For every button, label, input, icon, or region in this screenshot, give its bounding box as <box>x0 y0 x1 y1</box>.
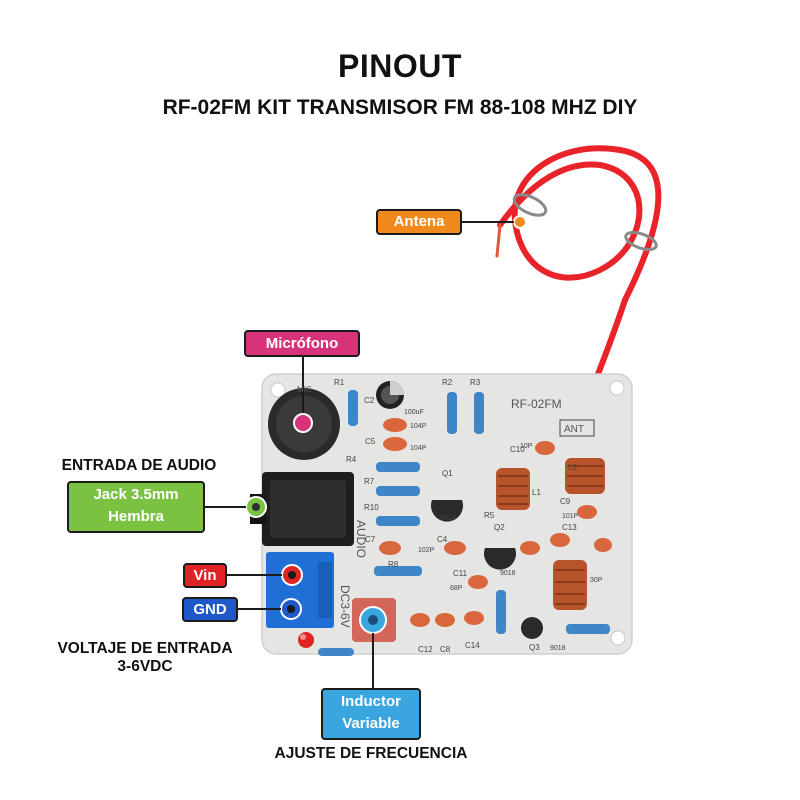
jack-label-line2: Hembra <box>108 508 164 525</box>
electrolytic-capacitor <box>376 381 404 409</box>
ref-c9: C9 <box>560 497 571 506</box>
component-value: 104P <box>410 423 427 430</box>
component-value: 68P <box>450 585 463 592</box>
audio-jack <box>245 472 354 546</box>
ref-r2: R2 <box>442 378 453 387</box>
component-value: 102P <box>418 547 435 554</box>
component-value: 100uF <box>404 409 424 416</box>
ref-c5: C5 <box>365 437 376 446</box>
caption-frequency: AJUSTE DE FRECUENCIA <box>274 745 468 762</box>
ref-q3: Q3 <box>529 643 540 652</box>
caption-audio-input: ENTRADA DE AUDIO <box>61 457 217 474</box>
ref-c8: C8 <box>440 645 451 654</box>
component-value: 30P <box>590 577 603 584</box>
coil-windings <box>498 465 603 605</box>
ref-r5: R5 <box>484 511 495 520</box>
caption-voltage: VOLTAJE DE ENTRADA 3-6VDC <box>30 640 260 676</box>
ref-c14: C14 <box>465 641 480 650</box>
component-values: 104P 104P 100uF 102P 10P 101P 30P 68P 9014 9018 90… <box>404 409 603 652</box>
voltage-caption-line2: 3-6VDC <box>117 658 173 675</box>
ref-c10: C10 <box>510 445 525 454</box>
component-value: 104P <box>410 445 427 452</box>
board-audio: AUDIO <box>354 520 368 558</box>
resistors <box>318 390 610 656</box>
label-gnd: GND <box>182 597 238 622</box>
ref-c13: C13 <box>562 523 577 532</box>
variable-inductor <box>352 598 396 642</box>
jack-label-line1: Jack 3.5mm <box>93 486 179 503</box>
page-title: PINOUT <box>338 48 462 84</box>
label-antenna: Antena <box>376 209 462 235</box>
ref-r10: R10 <box>364 503 379 512</box>
page-subtitle: RF-02FM KIT TRANSMISOR FM 88-108 MHZ DIY <box>162 96 638 119</box>
wire-clip-1 <box>512 193 548 217</box>
ref-c11: C11 <box>453 569 468 578</box>
antenna-marker <box>513 215 527 229</box>
component-value: 9014 <box>440 515 456 522</box>
component-value: 9018 <box>550 645 566 652</box>
inductor-label-line2: Variable <box>342 715 400 732</box>
component-value: 101P <box>562 513 579 520</box>
ref-c2: C2 <box>364 396 375 405</box>
inductor-label-line1: Inductor <box>341 693 401 710</box>
label-vin: Vin <box>183 563 227 588</box>
board-dc: DC3-6V <box>338 585 352 628</box>
ref-r8: R8 <box>388 560 399 569</box>
ref-c7: C7 <box>365 535 376 544</box>
board-model: RF-02FM <box>511 397 562 411</box>
ref-r3: R3 <box>470 378 481 387</box>
led <box>298 632 314 648</box>
ref-c4: C4 <box>437 535 448 544</box>
board-mic: MIC <box>297 385 312 394</box>
ref-q2: Q2 <box>494 523 505 532</box>
ref-c12: C12 <box>418 645 433 654</box>
ref-l2: L2 <box>568 463 577 472</box>
ref-r1: R1 <box>334 378 345 387</box>
ref-q1: Q1 <box>442 469 453 478</box>
wire-clip-2 <box>624 230 658 252</box>
transistors <box>431 500 543 639</box>
power-terminal <box>266 552 334 628</box>
ref-r7: R7 <box>364 477 375 486</box>
label-jack: Jack 3.5mm Hembra <box>67 481 205 533</box>
component-value: 10P <box>520 443 533 450</box>
ref-r4: R4 <box>346 455 357 464</box>
board-ant: ANT <box>564 424 584 435</box>
component-value: 9018 <box>500 570 516 577</box>
microphone-capsule <box>268 388 340 460</box>
label-microphone: Micrófono <box>244 330 360 357</box>
ceramic-capacitors <box>379 418 612 627</box>
label-inductor: Inductor Variable <box>321 688 421 740</box>
ref-l1: L1 <box>532 488 541 497</box>
voltage-caption-line1: VOLTAJE DE ENTRADA <box>57 640 233 657</box>
antenna-pad <box>559 419 595 437</box>
